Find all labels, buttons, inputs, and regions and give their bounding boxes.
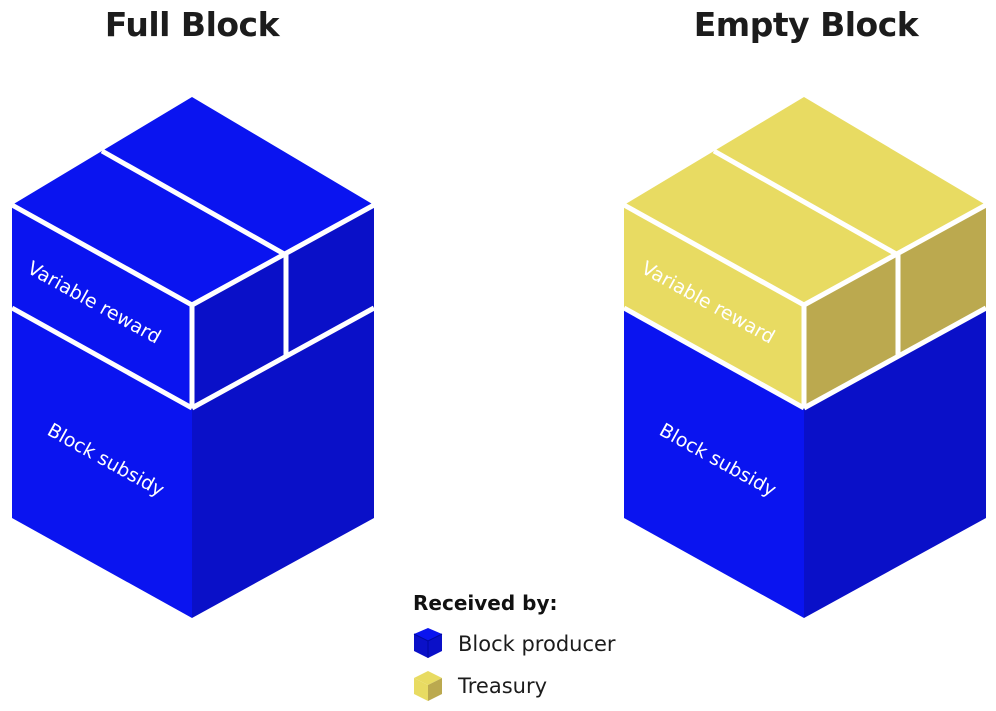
empty-block-reward-front-face bbox=[624, 205, 804, 408]
empty-block-title: Empty Block bbox=[694, 5, 920, 44]
full-block-title: Full Block bbox=[105, 5, 281, 44]
legend: Received by: Block producer Treasury bbox=[413, 591, 616, 701]
full-block-reward-side-face bbox=[192, 205, 374, 408]
empty-block-reward-side-face bbox=[804, 205, 986, 408]
legend-label-treasury: Treasury bbox=[457, 674, 547, 698]
empty-block-box: Variable reward Block subsidy bbox=[622, 97, 988, 618]
full-block-reward-front-face bbox=[12, 205, 192, 408]
legend-label-block-producer: Block producer bbox=[458, 632, 616, 656]
blue-cube-icon bbox=[413, 628, 443, 658]
empty-block-dividers bbox=[622, 148, 988, 411]
legend-heading: Received by: bbox=[413, 591, 557, 615]
full-block-box: Variable reward Block subsidy bbox=[10, 97, 376, 618]
full-block-dividers bbox=[10, 148, 376, 411]
yellow-cube-icon bbox=[414, 671, 442, 701]
